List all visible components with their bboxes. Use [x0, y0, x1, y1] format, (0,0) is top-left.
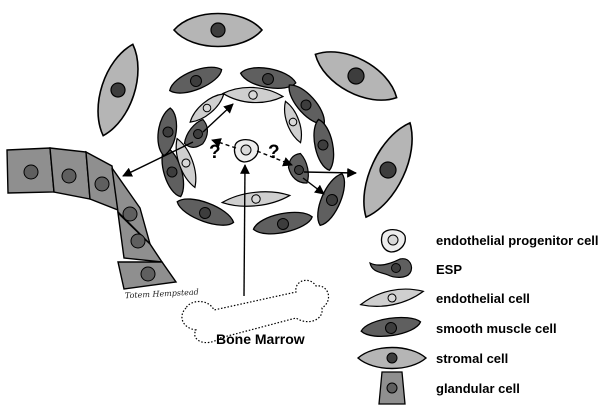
stromal-cell: [307, 39, 404, 113]
smooth-muscle-cell: [252, 209, 314, 238]
smooth-muscle-cell: [174, 192, 237, 232]
question-mark-right: ?: [268, 142, 280, 163]
artist-signature: Totem Hempstead: [125, 287, 199, 300]
legend-epc-icon: [381, 230, 405, 252]
smooth-muscle-cell: [166, 62, 225, 99]
glandular-cell: [118, 262, 176, 289]
stromal-cell: [351, 116, 425, 224]
legend-endothelial-icon: [359, 284, 425, 311]
arrow-to-stromal-right: [304, 172, 356, 173]
legend-label-esp: ESP: [436, 262, 462, 277]
legend-glandular-icon: [379, 372, 405, 404]
arrow-to-smc-right: [303, 178, 324, 194]
glandular-epithelium: [7, 148, 176, 289]
legend-stromal-icon: [358, 348, 426, 369]
legend: endothelial progenitor cell ESP endothel…: [358, 230, 599, 404]
endothelial-progenitor-cell: [234, 140, 258, 162]
legend-smc-icon: [360, 315, 421, 339]
legend-label-endothelial: endothelial cell: [436, 291, 530, 306]
glandular-cell: [7, 148, 54, 193]
arrow-bone-to-lumen: [244, 165, 245, 296]
glandular-cell: [50, 148, 90, 199]
legend-label-stromal: stromal cell: [436, 351, 508, 366]
stromal-cell: [87, 39, 148, 140]
legend-label-epc: endothelial progenitor cell: [436, 233, 599, 248]
smooth-muscle-cell: [311, 170, 352, 229]
legend-label-glandular: glandular cell: [436, 381, 520, 396]
endothelial-cell: [186, 89, 227, 126]
legend-esp-icon: [370, 259, 412, 278]
stromal-cell: [174, 14, 262, 47]
endothelial-cell: [221, 189, 290, 210]
legend-label-smc: smooth muscle cell: [436, 321, 557, 336]
question-mark-left: ?: [209, 142, 221, 163]
smooth-muscle-cell: [311, 118, 337, 172]
bone-marrow-label: Bone Marrow: [216, 331, 305, 347]
